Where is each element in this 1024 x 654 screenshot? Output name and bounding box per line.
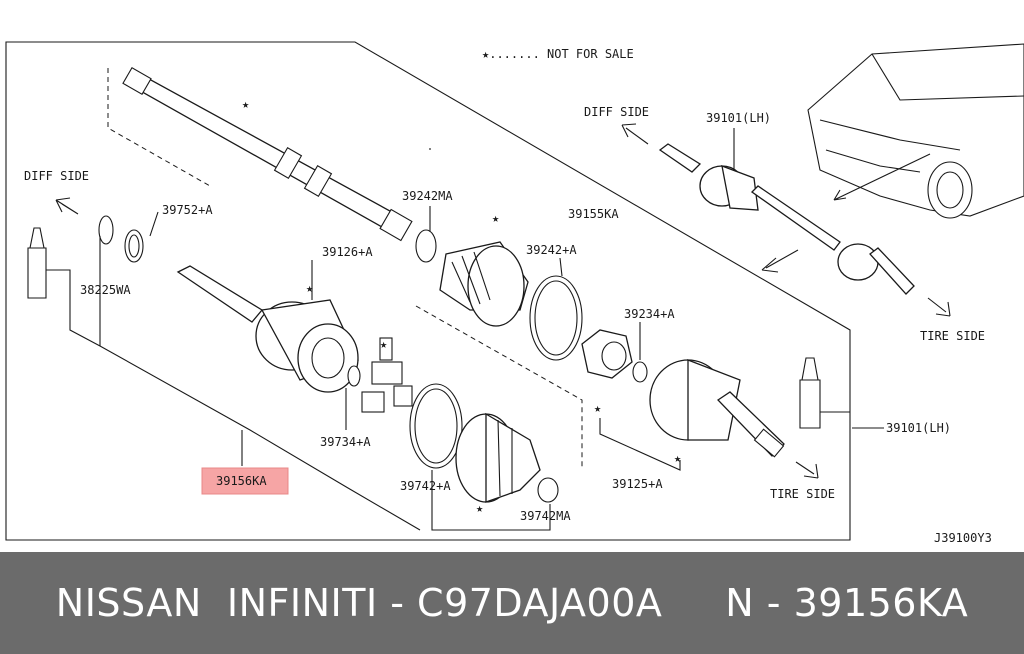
intermediate-shaft: ★ (122, 66, 413, 242)
svg-text:★: ★ (476, 501, 483, 515)
part-label-39155: 39155KA (568, 207, 619, 221)
part-label-39742a: 39742+A (400, 479, 451, 493)
part-label-39242a: 39242+A (526, 243, 577, 257)
part-label-39156: 39156KA (216, 474, 267, 488)
svg-text:★: ★ (594, 401, 601, 415)
svg-text:★: ★ (380, 337, 387, 351)
highlighted-part-39156: 39156KA (201, 430, 289, 495)
vehicle-illustration (807, 43, 1024, 219)
circlip-39752 (124, 229, 144, 263)
footer-caption: NISSAN INFINITI - C97DAJA00A N - 39156KA (0, 552, 1024, 654)
drawing-code: J39100Y3 (934, 531, 992, 545)
boot-band-39242a (529, 275, 583, 361)
svg-text:★: ★ (492, 211, 499, 225)
svg-text:★: ★ (242, 97, 249, 111)
diff-side-label-left: DIFF SIDE (24, 169, 89, 183)
svg-text:★: ★ (306, 281, 313, 295)
lower-group-outline (415, 305, 583, 470)
svg-text:★: ★ (674, 451, 681, 465)
outer-boot-upper: ★ (439, 211, 529, 327)
outer-cv-joint (649, 359, 785, 458)
snap-ring-38225 (98, 215, 114, 245)
part-label-39734: 39734+A (320, 435, 371, 449)
part-label-39234: 39234+A (624, 307, 675, 321)
tire-side-arrow-bottom-icon (795, 461, 819, 479)
part-label-38225: 38225WA (80, 283, 131, 297)
parts-diagram: ★....... NOT FOR SALE DIFF SIDE DIFF SID… (5, 41, 1024, 545)
part-label-39242ma: 39242MA (402, 189, 453, 203)
diff-side-arrow-right-icon (621, 123, 649, 145)
circlip-39234 (632, 361, 648, 383)
part-label-39742ma: 39742MA (520, 509, 571, 523)
spider-tripod-39126: ★ (361, 337, 413, 413)
not-for-sale-note: ★....... NOT FOR SALE (482, 47, 634, 61)
grease-tube-right-icon (799, 357, 821, 429)
boot-band-39742ma (537, 477, 559, 503)
tire-side-label-bottom: TIRE SIDE (770, 487, 835, 501)
diagram-frame (5, 41, 851, 541)
part-label-39126: 39126+A (322, 245, 373, 259)
inner-joint-housing (176, 265, 359, 393)
boot-band-39242ma (415, 229, 437, 263)
grease-tube-left-icon (27, 227, 47, 299)
diff-side-label-right: DIFF SIDE (584, 105, 649, 119)
inner-boot-lower (455, 412, 541, 503)
spline-nut-39234 (581, 329, 633, 379)
direction-arrow-icon (761, 249, 799, 273)
part-label-39101-right: 39101(LH) (886, 421, 951, 435)
assembled-drive-shaft (658, 143, 915, 295)
part-label-39101-top: 39101(LH) (706, 111, 771, 125)
circlip-39734 (347, 365, 361, 387)
part-label-39125: 39125+A (612, 477, 663, 491)
tire-side-arrow-top-icon (927, 297, 951, 317)
tire-side-label-top: TIRE SIDE (920, 329, 985, 343)
part-label-39752: 39752+A (162, 203, 213, 217)
boot-band-39742a (409, 383, 463, 469)
diff-side-arrow-left-icon (55, 197, 79, 215)
shaft-group-outline (107, 68, 211, 187)
bracket-39125 (599, 418, 681, 471)
